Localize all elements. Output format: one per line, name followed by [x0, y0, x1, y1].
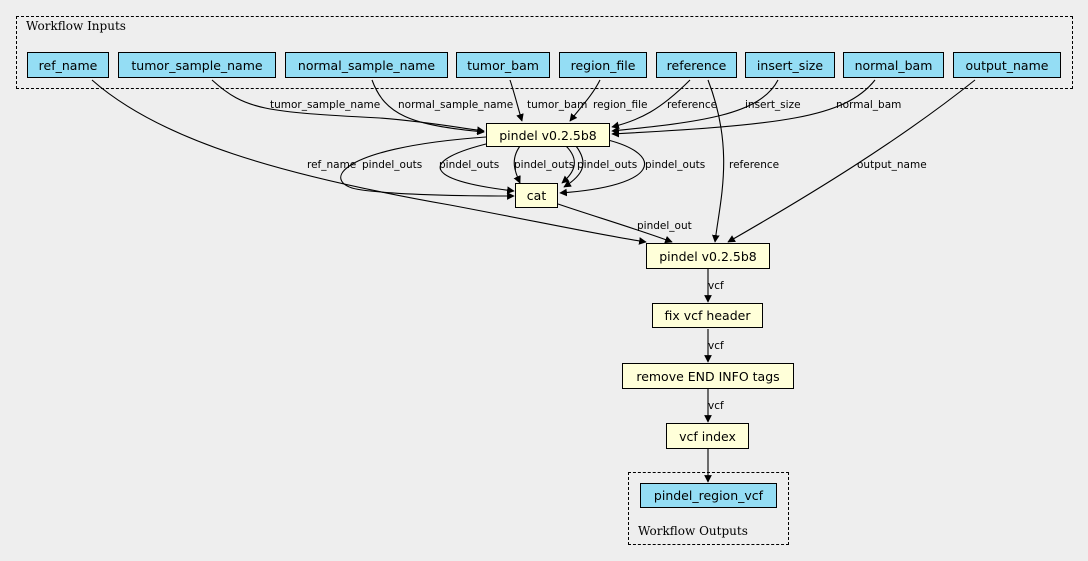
edge-ref-name: [91, 79, 647, 245]
edge-label-output-name: output_name: [857, 159, 927, 171]
edge-tumor-bam: [509, 79, 524, 122]
workflow-outputs-cluster: [628, 472, 789, 545]
edge-tumor-sample-name: [211, 79, 485, 134]
workflow-inputs-label: Workflow Inputs: [26, 19, 126, 33]
edge-label-insert-size: insert_size: [745, 99, 801, 111]
edge-label-vcf-1: vcf: [708, 280, 724, 292]
input-output-name[interactable]: output_name: [953, 52, 1061, 78]
workflow-inputs-cluster: [16, 16, 1073, 89]
edge-normal-bam: [611, 79, 876, 138]
step-remove-end-info-tags[interactable]: remove END INFO tags: [622, 363, 794, 389]
step-fix-vcf-header[interactable]: fix vcf header: [652, 303, 763, 328]
edge-cat-to-convert: [557, 203, 673, 244]
input-normal-sample-name[interactable]: normal_sample_name: [285, 52, 448, 78]
edge-label-pindel-out: pindel_out: [637, 220, 692, 232]
edge-label-reference: reference: [667, 99, 717, 111]
input-insert-size[interactable]: insert_size: [745, 52, 835, 78]
edge-label-pindel-outs-3: pindel_outs: [514, 159, 574, 171]
edge-label-ref-name: ref_name: [307, 159, 356, 171]
edge-label-pindel-outs-4: pindel_outs: [577, 159, 637, 171]
input-tumor-sample-name[interactable]: tumor_sample_name: [118, 52, 276, 78]
input-normal-bam[interactable]: normal_bam: [843, 52, 944, 78]
edge-label-tumor-bam: tumor_bam: [527, 99, 587, 111]
step-pindel-convert[interactable]: pindel v0.2.5b8: [646, 243, 770, 269]
edge-region-file: [569, 79, 601, 122]
edge-label-vcf-2: vcf: [708, 340, 724, 352]
workflow-outputs-label: Workflow Outputs: [638, 524, 748, 538]
edge-label-pindel-outs-5: pindel_outs: [645, 159, 705, 171]
edge-pindel-outs-2: [439, 142, 515, 195]
edge-pindel-outs-1: [340, 136, 515, 200]
edge-pindel-outs-6: [559, 139, 646, 197]
edge-label-pindel-outs-1: pindel_outs: [362, 159, 422, 171]
edge-label-region-file: region_file: [593, 99, 647, 111]
edge-label-normal-sample-name: normal_sample_name: [398, 99, 513, 111]
edge-label-reference-convert: reference: [729, 159, 779, 171]
step-vcf-index[interactable]: vcf index: [666, 423, 749, 449]
input-region-file[interactable]: region_file: [559, 52, 647, 78]
input-tumor-bam[interactable]: tumor_bam: [456, 52, 550, 78]
edge-label-vcf-3: vcf: [708, 400, 724, 412]
edge-label-tumor-sample-name: tumor_sample_name: [270, 99, 380, 111]
output-pindel-region-vcf[interactable]: pindel_region_vcf: [640, 483, 777, 508]
edge-label-pindel-outs-2: pindel_outs: [439, 159, 499, 171]
step-cat[interactable]: cat: [515, 183, 558, 208]
edge-pindel-outs-5: [563, 145, 584, 188]
edge-insert-size: [611, 79, 779, 135]
edge-label-normal-bam: normal_bam: [836, 99, 901, 111]
edge-pindel-outs-3: [513, 145, 521, 184]
input-ref-name[interactable]: ref_name: [27, 52, 109, 78]
edge-reference-to-convert: [707, 79, 725, 243]
input-reference[interactable]: reference: [656, 52, 737, 78]
step-pindel-run[interactable]: pindel v0.2.5b8: [486, 123, 610, 147]
edge-output-name: [727, 79, 976, 243]
edge-normal-sample-name: [371, 79, 485, 136]
